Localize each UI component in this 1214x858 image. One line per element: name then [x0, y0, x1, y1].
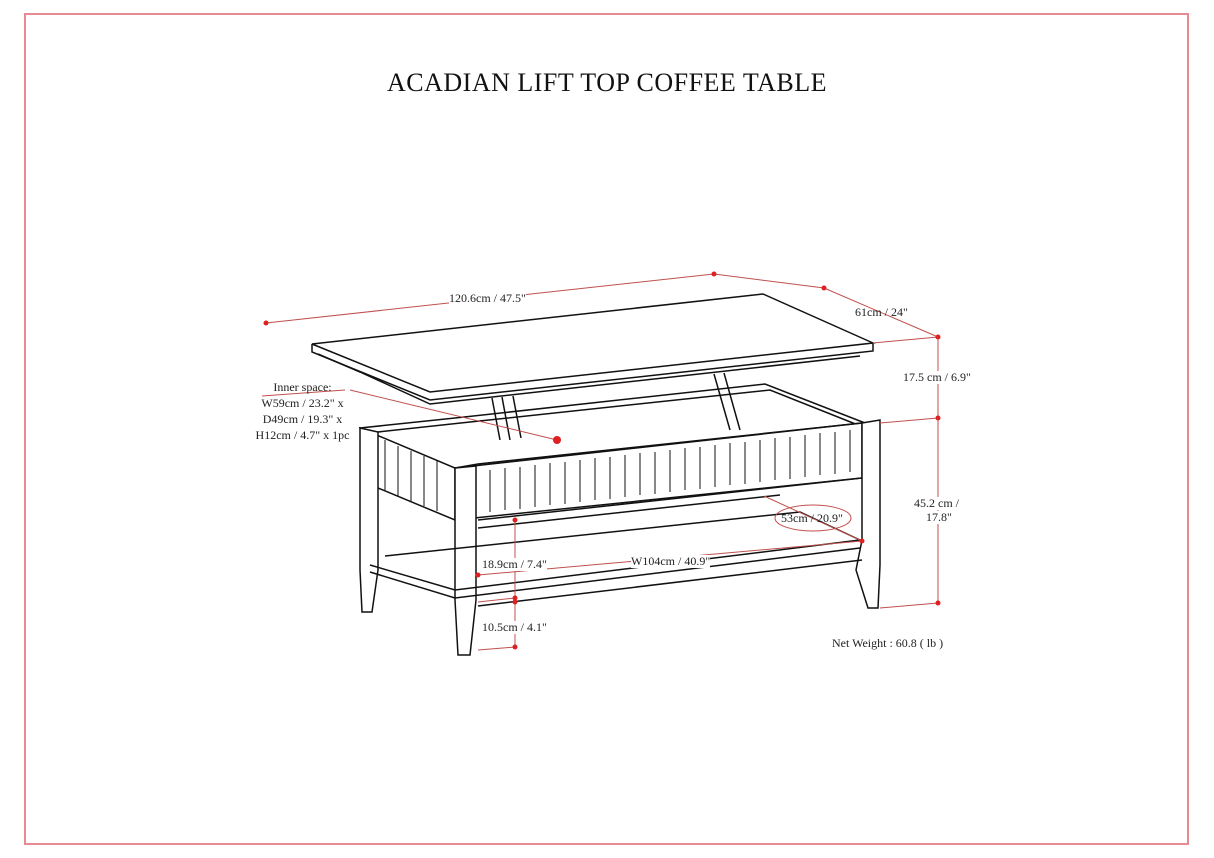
net-weight-label: Net Weight : 60.8 ( lb )	[832, 636, 944, 650]
table-height-label-line2: 17.8"	[926, 510, 952, 524]
page-border	[24, 13, 1189, 845]
shelf-depth-label: 53cm / 20.9"	[781, 511, 843, 525]
shelf-width-label: W104cm / 40.9"	[631, 554, 711, 568]
overall-width-label: 120.6cm / 47.5"	[449, 291, 526, 305]
inner-space-depth: D49cm / 19.3" x	[262, 412, 343, 426]
shelf-clearance-label: 10.5cm / 4.1"	[482, 620, 547, 634]
diagram-title: ACADIAN LIFT TOP COFFEE TABLE	[386, 68, 828, 97]
table-height-label-line1: 45.2 cm /	[914, 496, 959, 510]
overall-depth-label: 61cm / 24"	[855, 305, 908, 319]
coffee-table-outline	[311, 293, 881, 656]
inner-space-note: Inner space: W59cm / 23.2" x D49cm / 19.…	[250, 379, 355, 443]
lift-height-label: 17.5 cm / 6.9"	[903, 370, 971, 384]
dimension-dots	[263, 271, 941, 650]
inner-space-height: H12cm / 4.7" x 1pc	[255, 428, 350, 442]
shelf-gap-label: 18.9cm / 7.4"	[482, 557, 547, 571]
inner-space-width: W59cm / 23.2" x	[261, 396, 344, 410]
inner-space-heading: Inner space:	[273, 380, 332, 394]
